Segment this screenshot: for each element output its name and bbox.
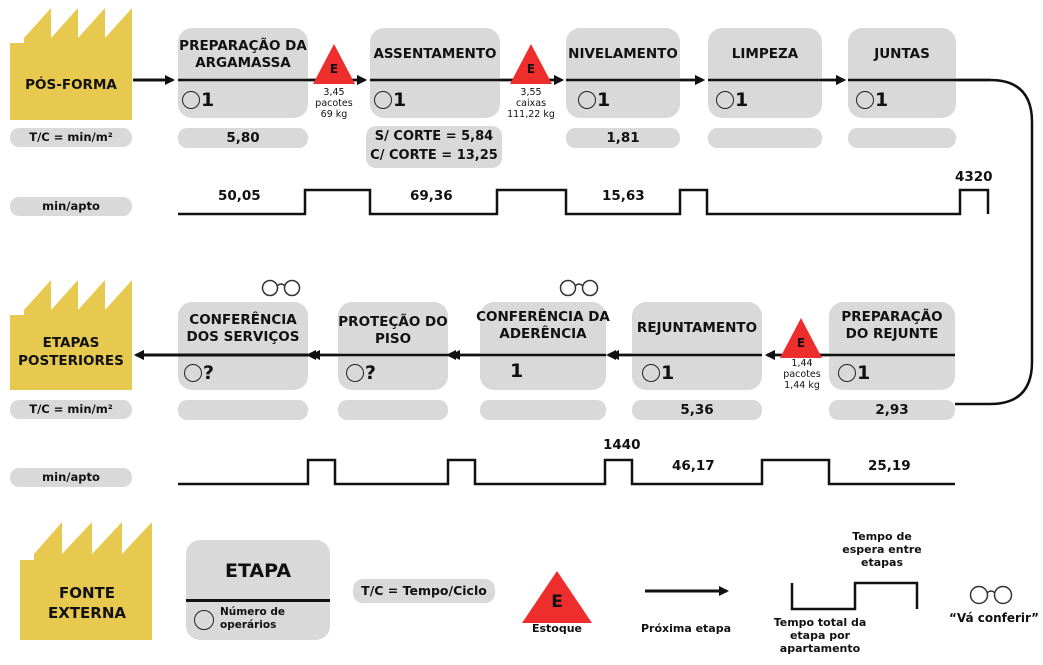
step-title: LIMPEZA [731, 46, 799, 62]
timeline-value: 69,36 [410, 188, 453, 204]
inventory-letter: E [329, 62, 339, 76]
factory-icon [10, 8, 132, 120]
flow-lines-bottom [134, 350, 955, 360]
start-label: PÓS-FORMA [25, 77, 117, 93]
tc-value [178, 400, 308, 420]
timeline-value: 4320 [955, 169, 993, 185]
operator-circle-icon [346, 364, 364, 382]
tc-value [848, 128, 956, 148]
connector-line [848, 78, 1034, 406]
legend-divider [186, 599, 330, 602]
legend-next: Próxima etapa [640, 622, 732, 635]
operator-count: ? [346, 362, 376, 384]
operator-circle-icon [838, 364, 856, 382]
factory-icon [20, 522, 152, 640]
tc-label: T/C = min/m² [10, 128, 132, 147]
operator-count: 1 [374, 89, 406, 111]
step-title: PREPARAÇÃO DO REJUNTE [841, 309, 943, 342]
tc-label: T/C = min/m² [10, 400, 132, 419]
step-title: CONFERÊNCIA DA ADERÊNCIA [476, 309, 610, 342]
timeline-value: 1440 [603, 437, 641, 453]
operator-circle-icon [642, 364, 660, 382]
step-title: JUNTAS [874, 46, 930, 62]
glasses-icon [969, 585, 1013, 605]
operator-count: 1 [716, 89, 748, 111]
operator-circle-icon [856, 91, 874, 109]
external-source-label: FONTE EXTERNA [47, 584, 126, 622]
end-label: ETAPAS POSTERIORES [18, 335, 124, 369]
operator-count: 1 [856, 89, 888, 111]
min-apto-label: min/apto [10, 468, 132, 487]
step-title: PROTEÇÃO DO PISO [338, 314, 448, 347]
inventory-letter: E [526, 62, 536, 76]
operator-circle-icon [184, 364, 202, 382]
operator-count: 1 [838, 362, 870, 384]
legend-wait: Tempo de espera entre etapas [842, 530, 922, 569]
legend-check: “Vá conferir” [948, 611, 1040, 625]
timeline-value: 15,63 [602, 188, 645, 204]
step-title: NIVELAMENTO [568, 46, 678, 62]
operator-count: 1 [578, 89, 610, 111]
step-title: ASSENTAMENTO [373, 46, 497, 62]
tc-value [338, 400, 448, 420]
process-step [178, 28, 308, 118]
legend-tc: T/C = Tempo/Ciclo [353, 579, 495, 603]
process-step [480, 302, 606, 390]
inventory-triangle-icon [780, 318, 822, 358]
timeline-top [178, 188, 990, 216]
legend-timeline [790, 581, 919, 611]
tc-value [708, 128, 822, 148]
operator-circle-icon [182, 91, 200, 109]
operator-circle-icon [374, 91, 392, 109]
tc-value: S/ CORTE = 5,84 C/ CORTE = 13,25 [366, 126, 502, 168]
step-title: PREPARAÇÃO DA ARGAMASSA [179, 38, 307, 71]
operator-circle-icon [194, 610, 214, 630]
timeline-bottom [178, 458, 955, 486]
tc-value: 5,80 [178, 128, 308, 148]
operator-circle-icon [716, 91, 734, 109]
inventory-triangle-icon [510, 44, 552, 84]
min-apto-label: min/apto [10, 197, 132, 216]
tc-value: 5,36 [632, 400, 762, 420]
tc-value [480, 400, 606, 420]
legend-etapa-title: ETAPA [224, 560, 292, 582]
inventory-triangle-icon [522, 571, 592, 623]
legend-stock-letter: E [551, 592, 563, 612]
operator-circle-icon [578, 91, 596, 109]
timeline-value: 46,17 [672, 458, 715, 474]
factory-icon [10, 280, 132, 390]
operator-count: 1 [642, 362, 674, 384]
timeline-value: 50,05 [218, 188, 261, 204]
glasses-icon [559, 279, 599, 297]
step-title: CONFERÊNCIA DOS SERVIÇOS [186, 312, 300, 345]
operator-count: ? [184, 362, 214, 384]
step-title: REJUNTAMENTO [636, 320, 758, 336]
legend-operators: Número de operários [220, 606, 286, 631]
legend-stock: Estoque [531, 622, 583, 635]
process-step [370, 28, 500, 118]
timeline-value: 25,19 [868, 458, 911, 474]
tc-value: 2,93 [829, 400, 955, 420]
inventory-triangle-icon [313, 44, 355, 84]
operator-count: 1 [510, 360, 524, 382]
operator-count: 1 [182, 89, 214, 111]
tc-value: 1,81 [566, 128, 680, 148]
legend-total: Tempo total da etapa por apartamento [773, 616, 867, 655]
inventory-letter: E [796, 336, 806, 350]
glasses-icon [261, 279, 301, 297]
